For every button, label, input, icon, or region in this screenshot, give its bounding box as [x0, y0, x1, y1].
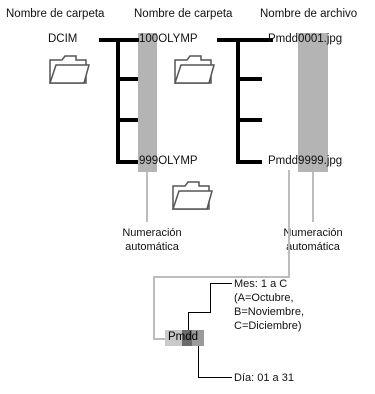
month-pointer-tip — [210, 283, 232, 284]
header-folder-name-2: Nombre de carpeta — [134, 8, 233, 20]
file-name-first: Pmdd0001.jpg — [268, 33, 342, 46]
auto-num-note-1: Numeración automática — [122, 226, 182, 254]
dd-box — [192, 330, 204, 346]
auto-num-note-2-line1: Numeración — [283, 227, 343, 239]
file-prefix-first: Pmdd — [268, 33, 299, 45]
tree1-vertical — [116, 38, 120, 164]
month-pointer-horizontal — [188, 312, 210, 313]
auto-num-pointer-2 — [312, 172, 314, 222]
auto-num-note-1-line1: Numeración — [122, 227, 182, 239]
tree1-branch — [116, 77, 138, 81]
pmdd-label: Pmdd — [168, 331, 199, 343]
month-note: Mes: 1 a C (A=Octubre, B=Noviembre, C=Di… — [234, 277, 304, 333]
day-note: Día: 01 a 31 — [234, 372, 294, 384]
folder-number-first: 100 — [139, 33, 159, 45]
auto-num-note-2-line2: automática — [286, 241, 340, 253]
pmdd-connector-horizontal — [153, 276, 290, 278]
tree2-top-connector — [217, 38, 273, 42]
tree1-bottom-branch — [116, 160, 138, 164]
p-box — [165, 330, 182, 346]
mm-box — [182, 330, 192, 346]
folder-icon — [48, 55, 90, 84]
folder-number-last: 999 — [139, 155, 159, 167]
tree2-bottom-branch — [236, 160, 262, 164]
file-name-last: Pmdd9999.jpg — [268, 155, 342, 168]
file-number-highlight — [298, 33, 328, 172]
header-file-name: Nombre de archivo — [260, 8, 358, 20]
pmdd-connector-vertical-top — [288, 170, 290, 278]
day-pointer-horizontal — [198, 377, 232, 378]
file-ext-last: .jpg — [323, 155, 343, 167]
folder-suffix-last: OLYMP — [158, 155, 198, 167]
folder-suffix-first: OLYMP — [158, 33, 198, 45]
file-prefix-last: Pmdd — [268, 155, 299, 167]
dcim-label: DCIM — [48, 33, 78, 45]
tree2-vertical — [236, 38, 240, 164]
tree2-branch — [236, 77, 262, 81]
month-note-line4: C=Diciembre) — [234, 320, 302, 332]
tree1-branch — [116, 118, 138, 122]
month-note-line1: Mes: 1 a C — [234, 278, 288, 290]
folder-icon — [173, 55, 215, 84]
month-note-line2: (A=Octubre, — [234, 292, 294, 304]
auto-num-note-1-line2: automática — [125, 241, 179, 253]
header-folder-name-1: Nombre de carpeta — [6, 8, 105, 20]
file-ext-first: .jpg — [323, 33, 343, 45]
auto-num-note-2: Numeración automática — [283, 226, 343, 254]
month-pointer-up — [210, 283, 211, 313]
month-pointer-vertical — [188, 312, 189, 330]
day-pointer-vertical — [198, 346, 199, 378]
pmdd-connector-vertical-bottom — [153, 276, 155, 340]
folder-name-last: 999OLYMP — [139, 155, 198, 168]
folder-icon — [171, 181, 213, 210]
folder-number-highlight — [138, 33, 157, 172]
pmdd-connector-stub — [153, 338, 165, 340]
file-number-first: 0001 — [298, 33, 324, 45]
auto-num-pointer-1 — [146, 172, 148, 222]
month-note-line3: B=Noviembre, — [234, 306, 305, 318]
folder-name-first: 100OLYMP — [139, 33, 198, 46]
tree2-branch — [236, 118, 262, 122]
file-number-last: 9999 — [298, 155, 324, 167]
